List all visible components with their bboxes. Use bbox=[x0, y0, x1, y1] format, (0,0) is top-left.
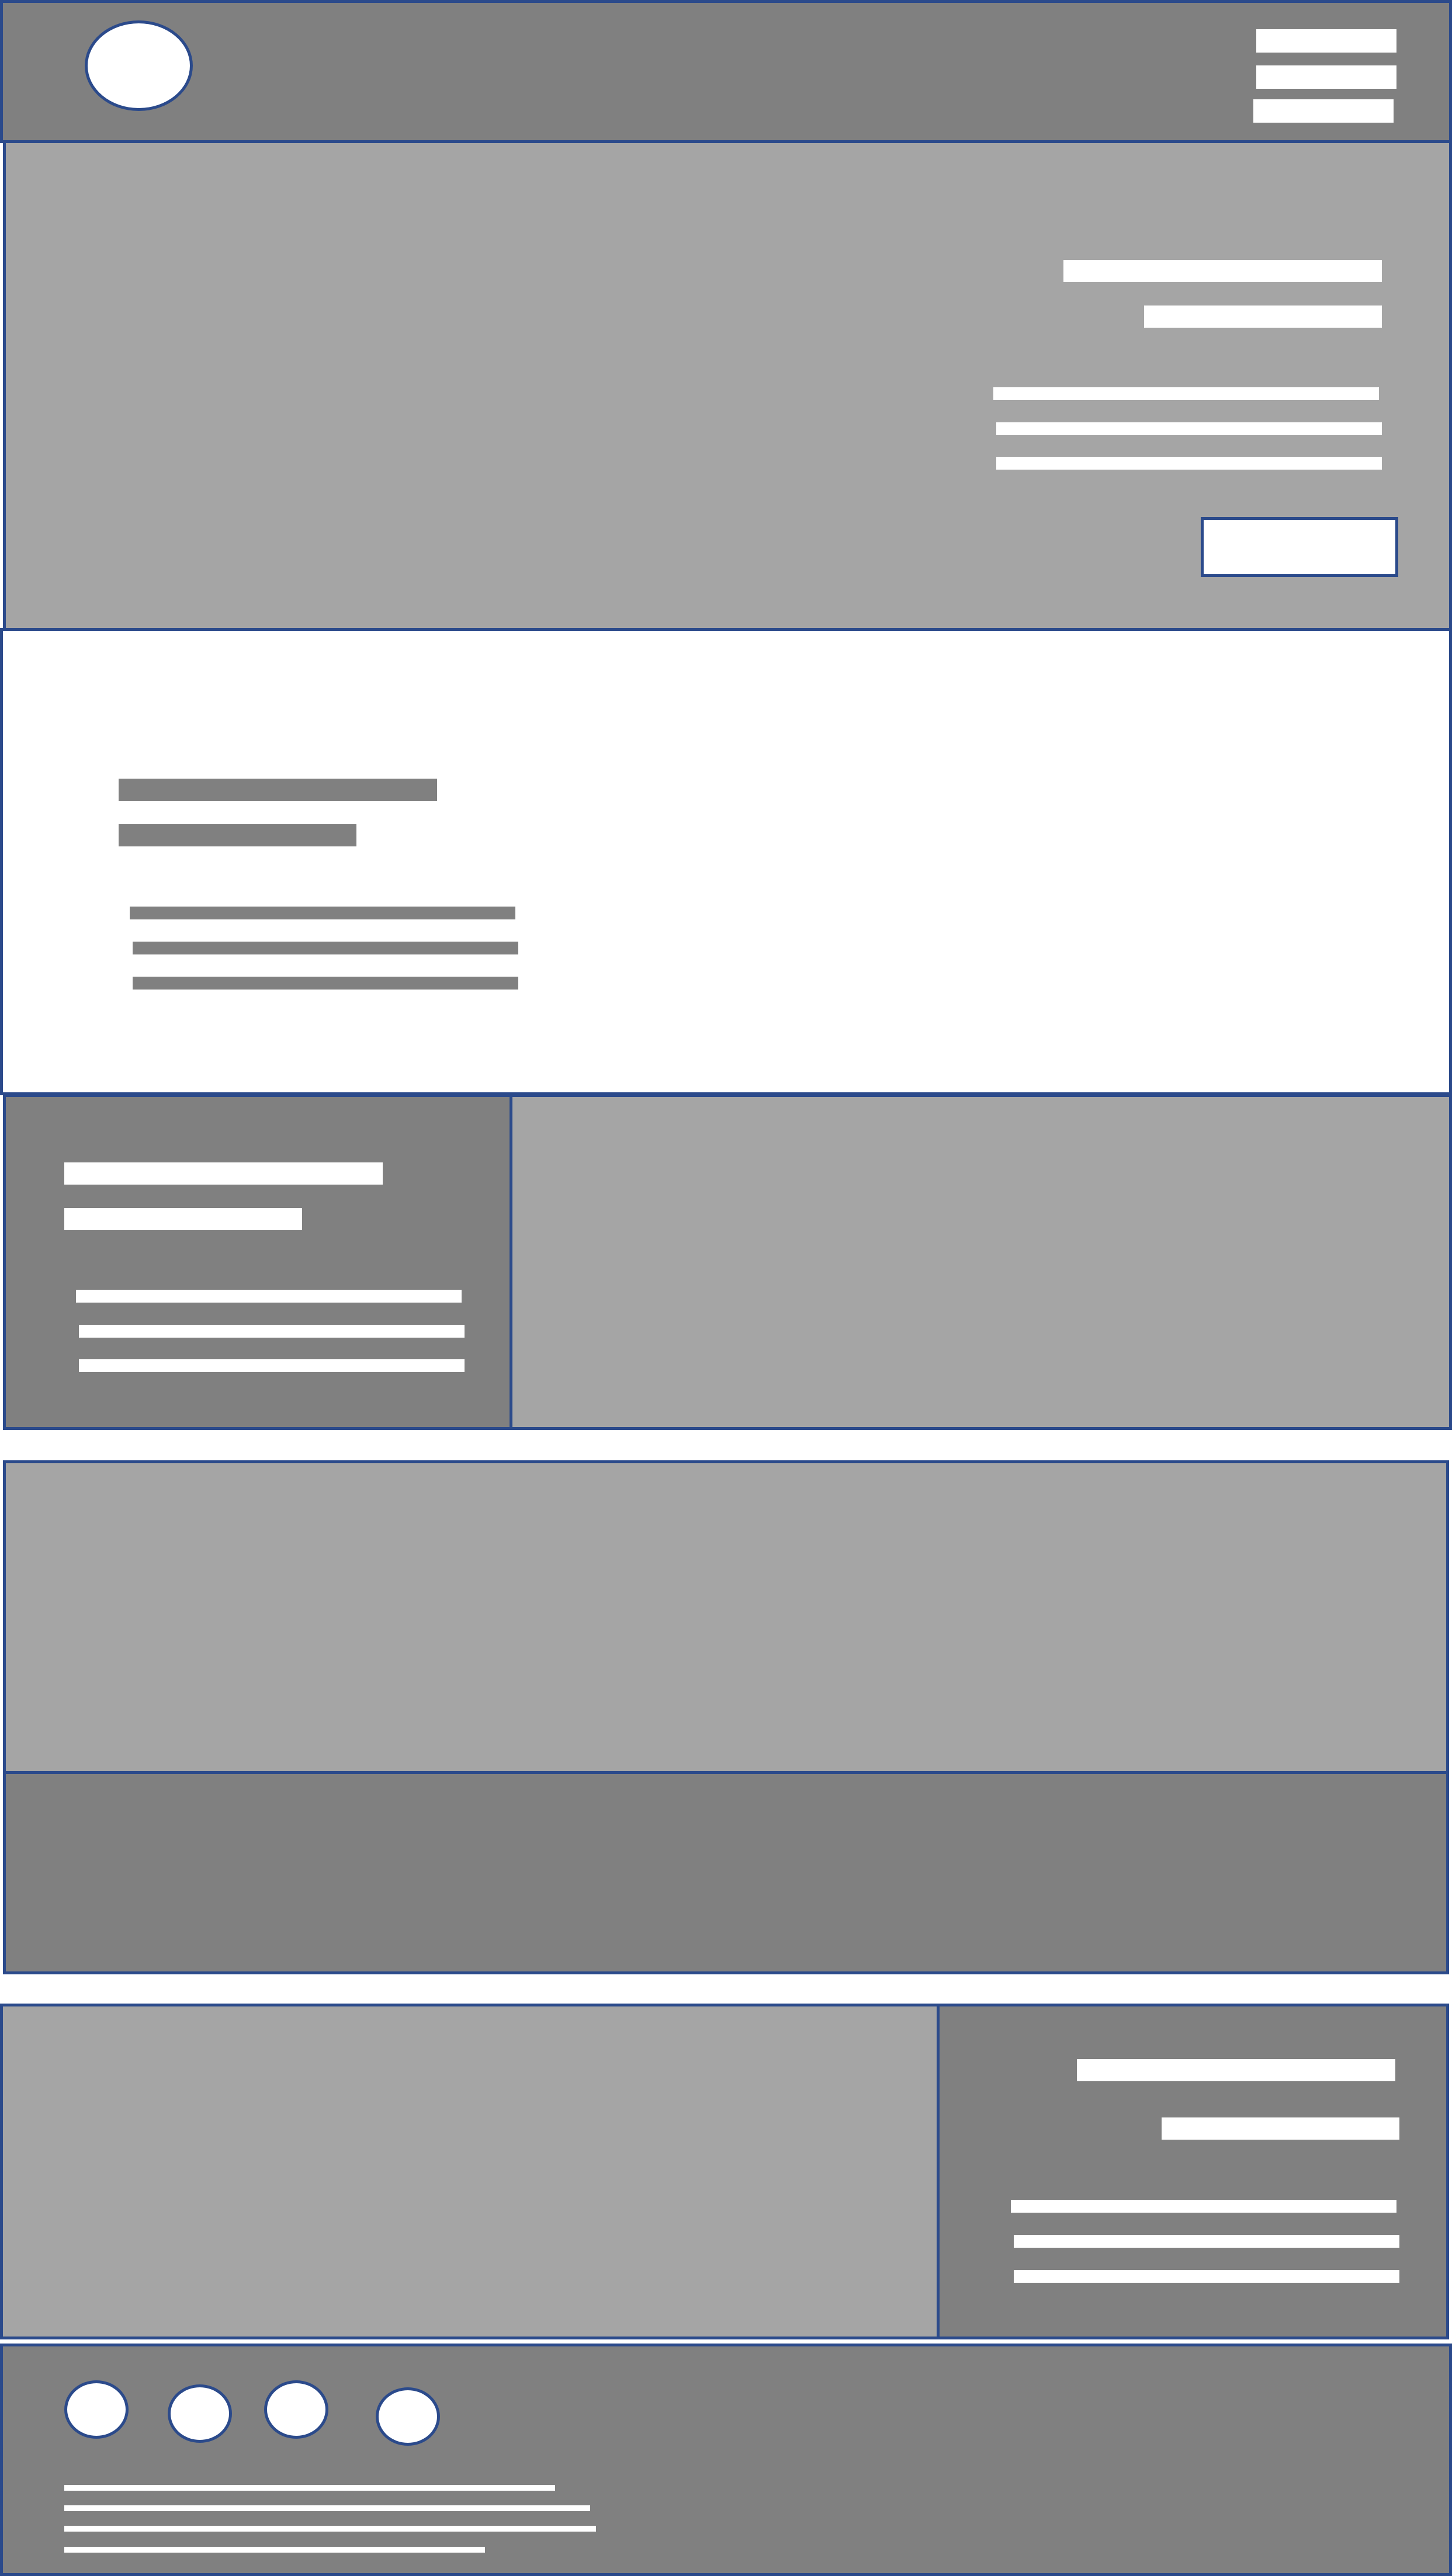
feature-text-line bbox=[76, 1290, 462, 1303]
hero-heading-line bbox=[1063, 260, 1382, 282]
hero-cta-button[interactable] bbox=[1201, 517, 1398, 577]
footer-text-line bbox=[64, 2547, 485, 2553]
feature-heading-line bbox=[64, 1162, 383, 1185]
hero-text-line bbox=[996, 422, 1382, 435]
footer-text-line bbox=[64, 2505, 590, 2511]
feature-text-line bbox=[79, 1325, 465, 1338]
intro-text-line bbox=[130, 907, 515, 919]
footer-text-line bbox=[64, 2526, 596, 2532]
feature-text-line bbox=[79, 1359, 465, 1372]
intro-section bbox=[0, 628, 1452, 1095]
feature2-heading-line bbox=[1077, 2059, 1395, 2081]
menu-line bbox=[1253, 99, 1394, 123]
hero-section bbox=[3, 140, 1452, 631]
hero-heading-line bbox=[1144, 305, 1382, 328]
feature-heading-line bbox=[64, 1208, 302, 1230]
menu-line bbox=[1256, 65, 1396, 89]
menu-line bbox=[1256, 29, 1396, 53]
banner-image-placeholder bbox=[3, 1460, 1449, 1776]
feature-text-panel bbox=[3, 1094, 514, 1430]
feature2-text-line bbox=[1014, 2270, 1399, 2283]
feature-image-placeholder bbox=[510, 1094, 1452, 1430]
intro-heading-line bbox=[119, 824, 356, 846]
intro-text-line bbox=[133, 977, 518, 990]
intro-heading-line bbox=[119, 779, 437, 801]
social-icon[interactable] bbox=[168, 2384, 232, 2443]
footer-text-line bbox=[64, 2485, 555, 2491]
feature-image-placeholder-2 bbox=[0, 2004, 942, 2339]
hero-text-line bbox=[996, 457, 1382, 470]
logo[interactable] bbox=[85, 20, 193, 111]
footer bbox=[0, 2344, 1452, 2576]
social-icon[interactable] bbox=[64, 2380, 129, 2439]
feature2-text-line bbox=[1011, 2200, 1396, 2213]
hero-text-line bbox=[993, 387, 1379, 400]
feature2-text-line bbox=[1014, 2235, 1399, 2248]
social-icon[interactable] bbox=[376, 2387, 440, 2446]
feature-text-panel-2 bbox=[937, 2004, 1449, 2339]
header bbox=[0, 0, 1452, 143]
feature2-heading-line bbox=[1162, 2117, 1399, 2140]
intro-text-line bbox=[133, 942, 518, 954]
banner-footer-strip bbox=[3, 1771, 1449, 1974]
hamburger-menu-icon[interactable] bbox=[1250, 27, 1396, 124]
social-icon[interactable] bbox=[264, 2380, 328, 2439]
